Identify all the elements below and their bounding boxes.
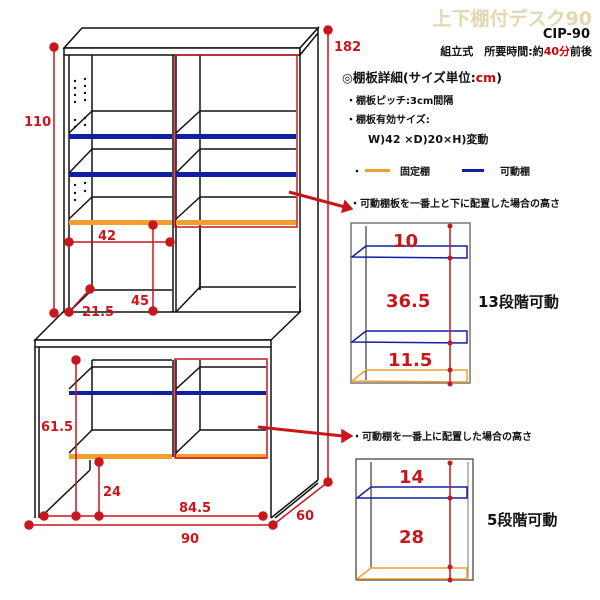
shelf-size-label: ・棚板有効サイズ: xyxy=(346,115,430,126)
dim-lower-shelf-height: 61.5 xyxy=(41,420,73,435)
upper-hutch xyxy=(62,26,320,313)
upper-bottom-gap: 11.5 xyxy=(388,350,432,371)
upper-top-gap: 10 xyxy=(393,231,418,252)
upper-steps-label: 13段階可動 xyxy=(478,293,559,311)
legend-bullet: ・ xyxy=(352,167,362,178)
dim-upper-height: 110 xyxy=(24,115,51,130)
legend-movable-label: 可動棚 xyxy=(500,167,530,178)
lower-top-gap: 14 xyxy=(399,467,424,488)
lower-movable-shelves xyxy=(69,391,266,395)
dimension-labels: 110 182 42 45 21.5 61.5 24 84.5 90 60 xyxy=(24,40,361,547)
product-title: 上下棚付デスク90 xyxy=(432,8,592,30)
lower-desk xyxy=(33,300,319,519)
dimension-lines xyxy=(24,25,354,530)
shelf-spec-heading: ◎棚板詳細(サイズ単位:cm) xyxy=(342,67,502,86)
upper-fixed-shelves xyxy=(69,220,296,225)
upper-middle-gap: 36.5 xyxy=(386,291,430,312)
model-number: CIP-90 xyxy=(542,27,590,42)
lower-detail-note: ・可動棚を一番上に配置した場合の高さ xyxy=(352,432,532,443)
fixed-shelf-swatch xyxy=(365,169,390,172)
spec-heading-prefix: ◎棚板詳細(サイズ単位: xyxy=(342,70,476,85)
upper-movable-shelves xyxy=(69,134,296,177)
dim-upper-clearance: 45 xyxy=(131,294,149,309)
upper-highlight-box xyxy=(174,54,298,228)
lower-bottom-gap: 28 xyxy=(399,527,424,548)
dim-upper-inner-width: 42 xyxy=(98,229,116,244)
shelf-pitch: ・棚板ピッチ:3cm間隔 xyxy=(346,96,454,107)
upper-shelf-detail: 10 36.5 11.5 xyxy=(349,222,471,387)
lower-highlight-box xyxy=(174,358,268,459)
spec-heading-suffix: ) xyxy=(496,70,502,85)
legend-fixed-label: 固定棚 xyxy=(400,167,430,178)
shelf-size-value: W)42 ×D)20×H)変動 xyxy=(368,133,489,146)
spec-heading-unit: cm xyxy=(475,70,497,85)
assembly-info: 組立式 所要時間:約40分前後 xyxy=(440,43,592,59)
dim-total-width: 90 xyxy=(181,532,199,547)
lower-steps-label: 5段階可動 xyxy=(487,511,558,529)
lower-fixed-shelves xyxy=(69,454,266,459)
assembly-suffix: 前後 xyxy=(570,45,592,58)
shelf-peg-holes xyxy=(73,77,87,202)
dim-lower-inner-width: 84.5 xyxy=(179,501,211,516)
dim-total-depth: 60 xyxy=(296,509,314,524)
dim-upper-depth: 21.5 xyxy=(82,305,114,320)
lower-shelf-detail: 14 28 xyxy=(354,458,474,583)
assembly-time: 40分 xyxy=(543,45,570,58)
upper-detail-note: ・可動棚板を一番上と下に配置した場合の高さ xyxy=(350,199,560,210)
movable-shelf-swatch xyxy=(462,169,484,172)
assembly-prefix: 組立式 所要時間:約 xyxy=(440,45,544,58)
dim-total-height: 182 xyxy=(334,40,361,55)
dim-lower-fixed-height: 24 xyxy=(103,485,121,500)
